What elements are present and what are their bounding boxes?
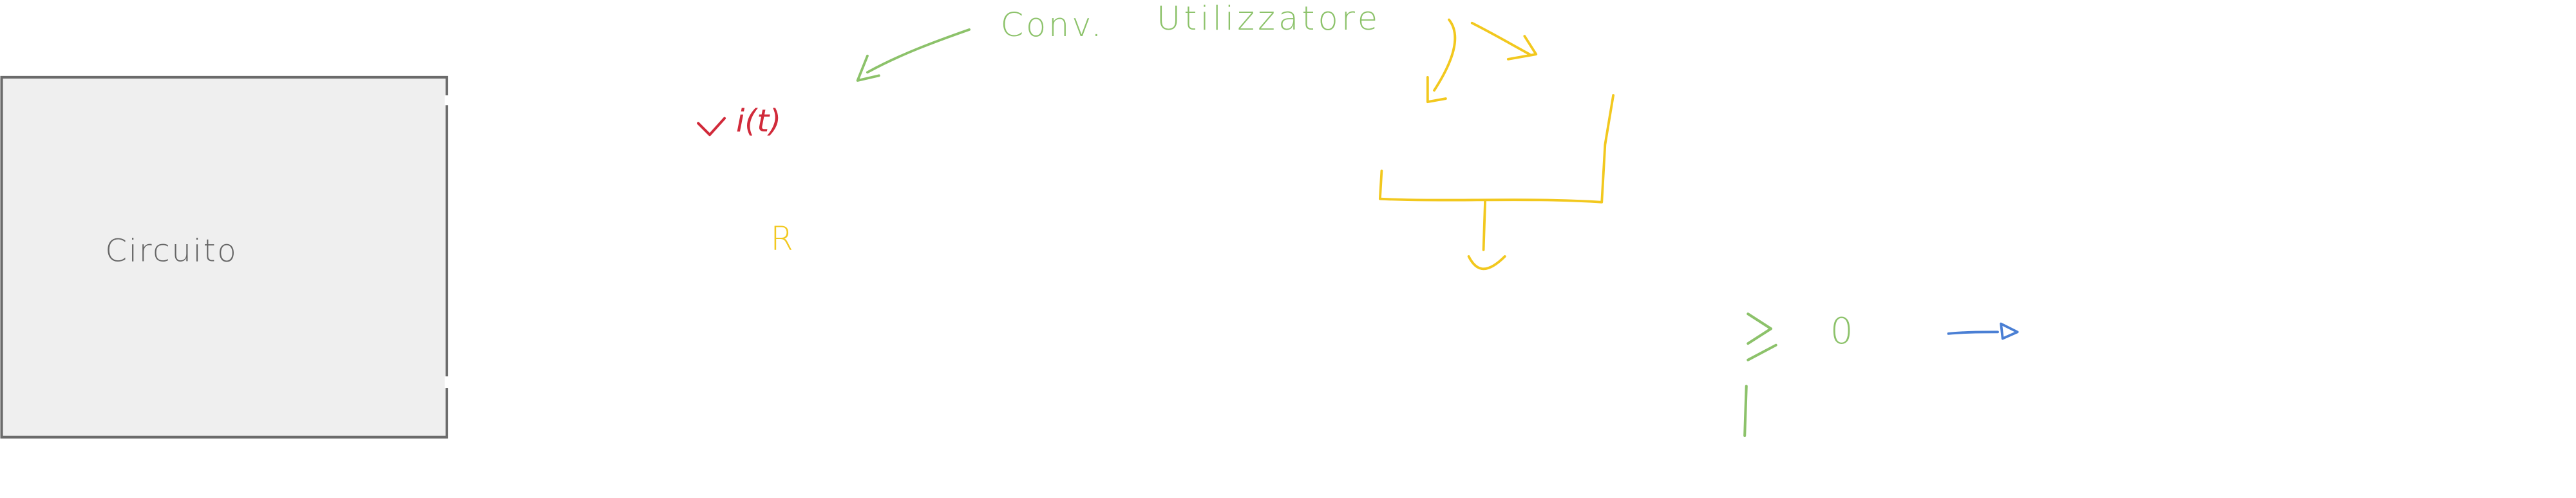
zero-label: 0	[1830, 311, 1853, 352]
green-vertical-stroke	[1743, 385, 1748, 437]
resistor-label: R	[770, 220, 793, 258]
user-label: Utilizzatore	[1157, 0, 1381, 38]
circuit-box	[0, 75, 448, 439]
blue-arrow-head	[2000, 322, 2019, 340]
blue-arrow	[1947, 330, 1999, 335]
yellow-bracket-stem-head	[1467, 255, 1506, 271]
yellow-curve-arrow-head	[1426, 75, 1447, 104]
circuit-label: Circuito	[105, 233, 238, 269]
check-mark-icon	[697, 117, 726, 137]
current-label: i(t)	[736, 103, 781, 139]
convention-arrow-head	[856, 54, 880, 82]
convention-arrow	[866, 28, 971, 74]
yellow-curve-arrow	[1433, 18, 1457, 92]
yellow-right-arrow-head	[1506, 35, 1538, 61]
yellow-bracket	[1378, 94, 1615, 204]
convention-label: Conv.	[1001, 6, 1104, 44]
greater-equal-sign	[1747, 312, 1777, 361]
yellow-right-arrow	[1470, 21, 1531, 56]
yellow-bracket-stem	[1482, 199, 1487, 251]
